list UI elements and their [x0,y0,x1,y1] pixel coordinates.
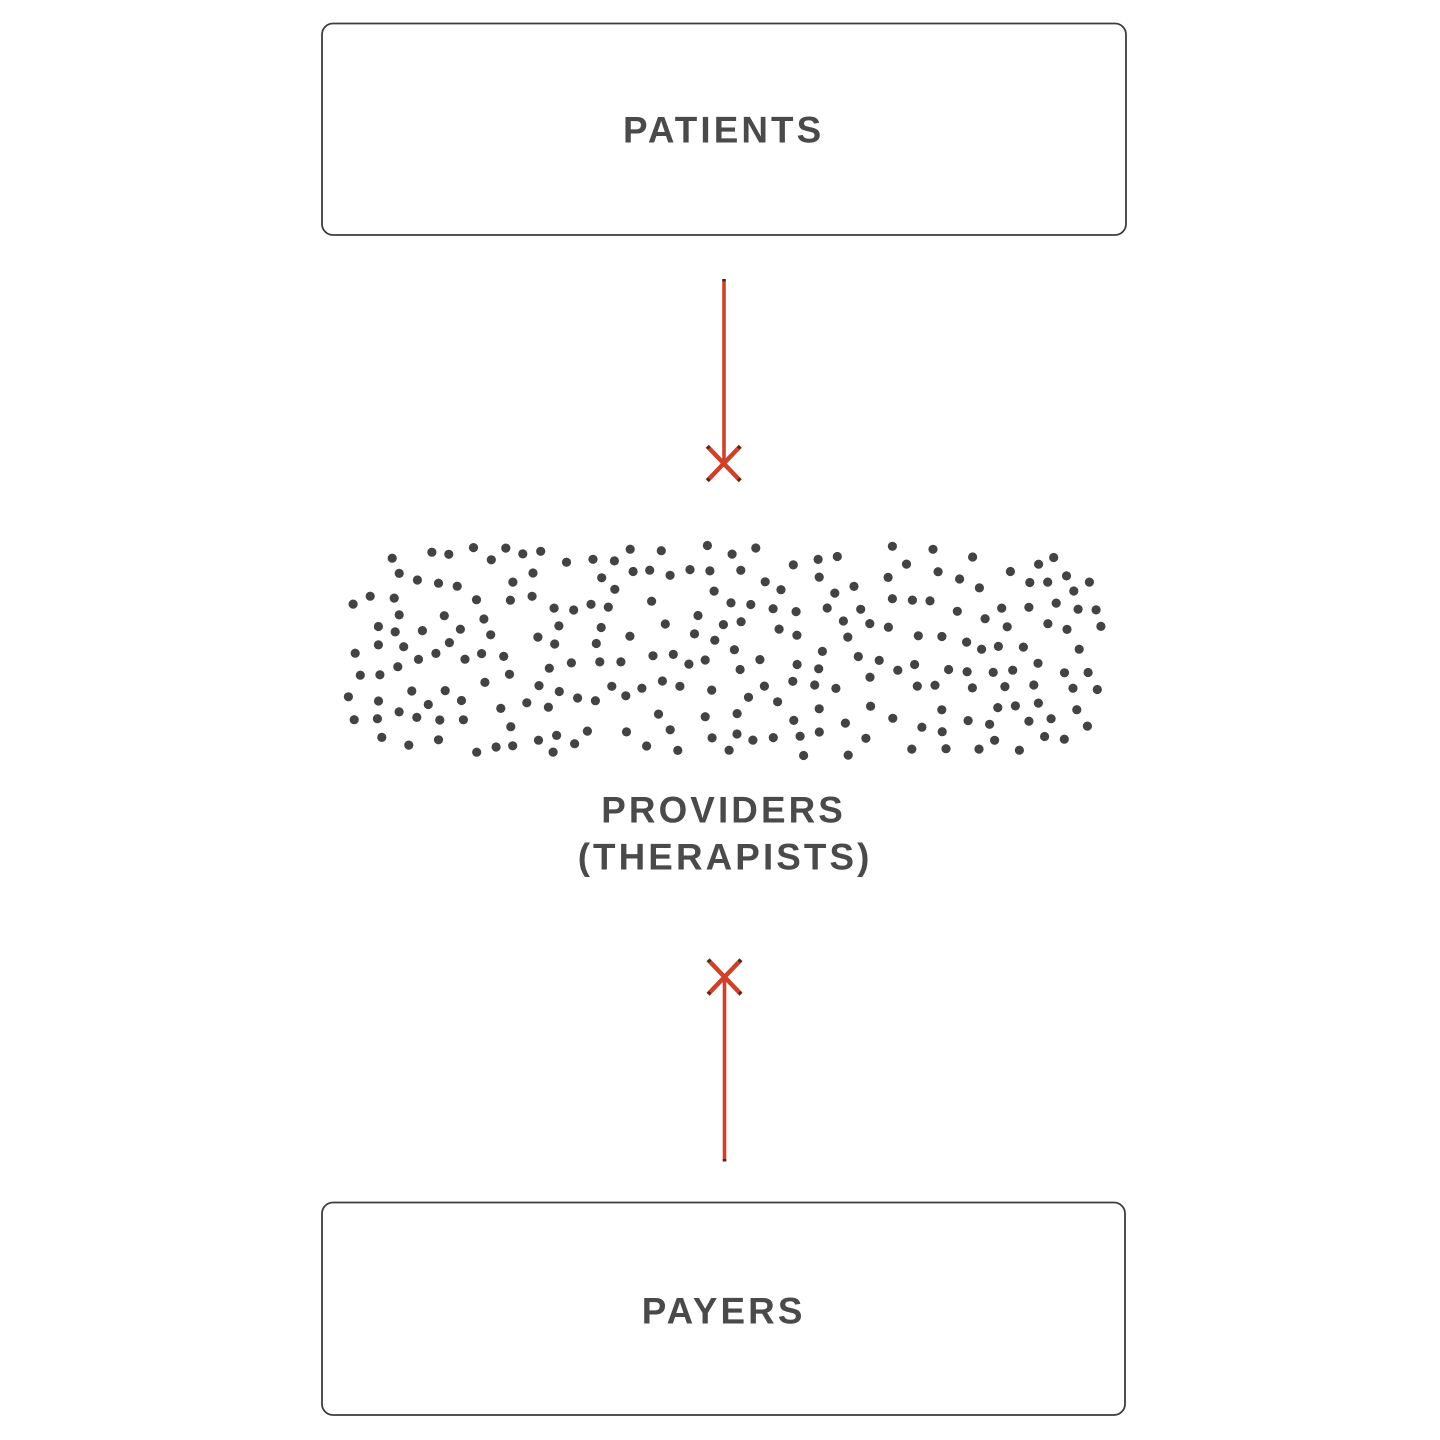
svg-text:(THERAPISTS): (THERAPISTS) [578,837,873,878]
svg-text:PATIENTS: PATIENTS [623,110,824,151]
svg-text:PAYERS: PAYERS [642,1291,806,1332]
svg-text:PROVIDERS: PROVIDERS [601,790,846,831]
